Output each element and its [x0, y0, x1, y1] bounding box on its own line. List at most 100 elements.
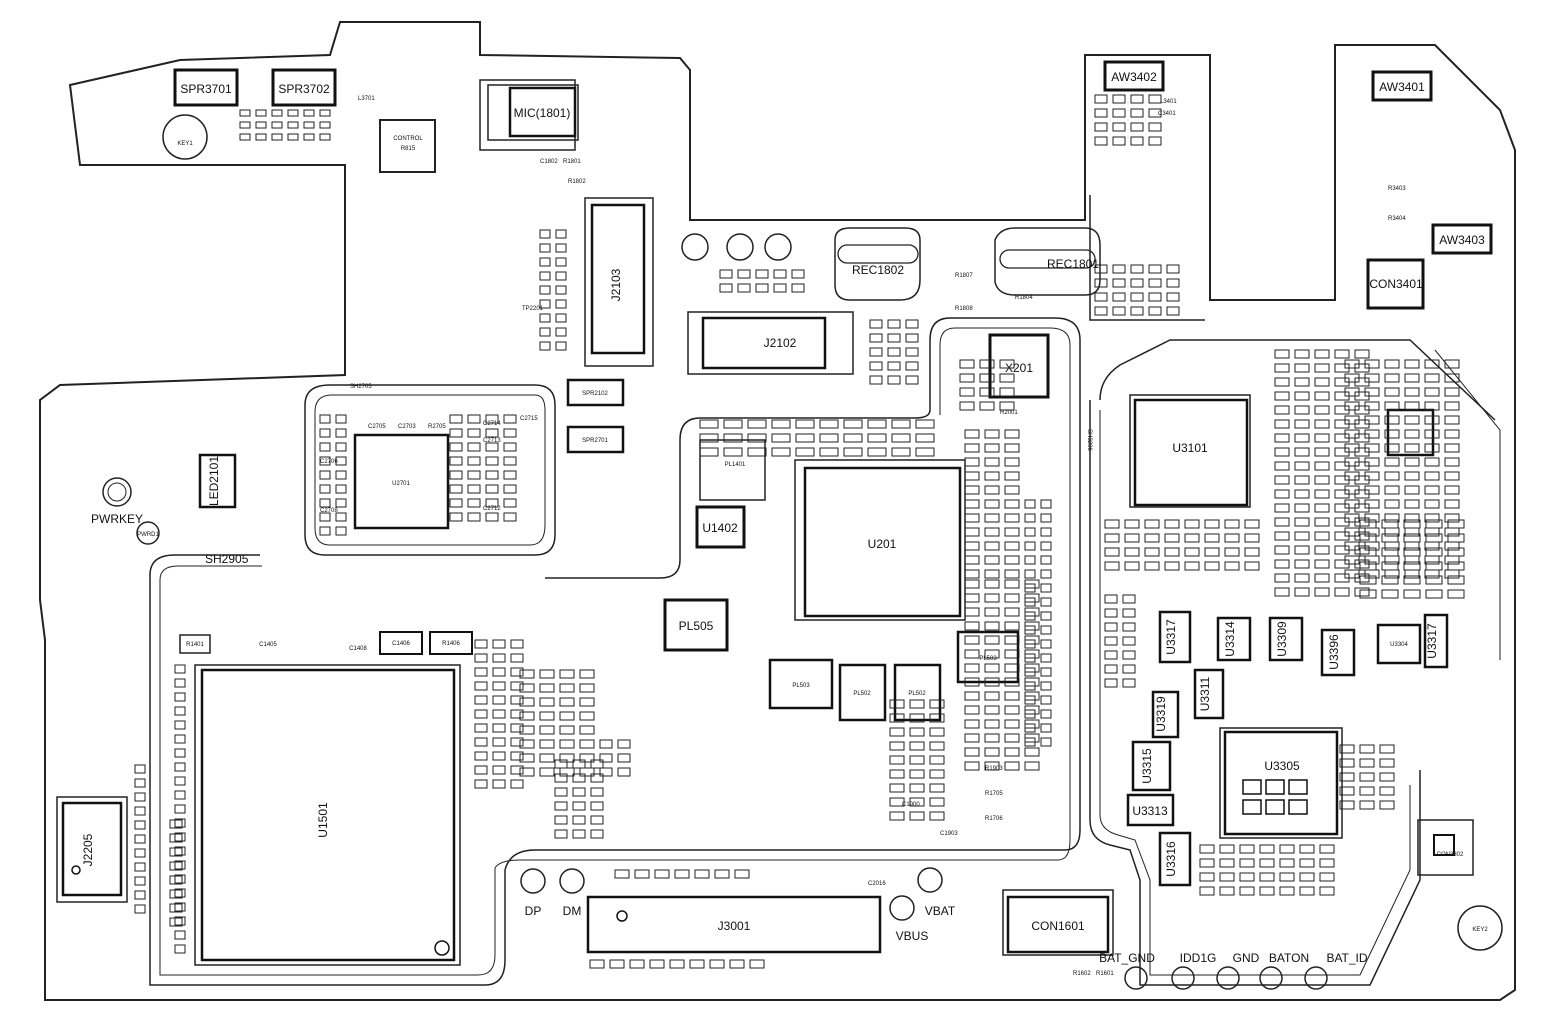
smd-pad: [174, 720, 186, 730]
label-c2706: C2706: [320, 459, 338, 465]
smd-pad: [1359, 772, 1375, 782]
smd-pad: [795, 433, 815, 443]
smd-pad: [1094, 122, 1108, 132]
label-r3403: R3403: [1388, 186, 1406, 192]
smd-pad: [1040, 681, 1052, 691]
smd-pad: [964, 607, 980, 617]
smd-pad: [1004, 691, 1020, 701]
smd-pad: [867, 419, 887, 429]
smd-pad: [905, 361, 919, 371]
smd-pad: [614, 869, 630, 879]
smd-pad: [1004, 443, 1020, 453]
smd-pad: [519, 753, 535, 763]
smd-pad: [572, 801, 586, 811]
smd-pad: [1244, 519, 1260, 529]
smd-pad: [1184, 519, 1200, 529]
label-pwrkey: PWRKEY: [91, 512, 143, 526]
label-c2713: C2713: [483, 438, 501, 444]
smd-pad: [1424, 471, 1440, 481]
smd-pad: [1040, 527, 1052, 537]
smd-pad: [1130, 108, 1144, 118]
smd-pad: [1424, 527, 1440, 537]
smd-pad: [1279, 872, 1295, 882]
smd-pad: [554, 787, 568, 797]
smd-pad: [303, 121, 315, 129]
smd-pad: [255, 133, 267, 141]
smd-pad: [984, 691, 1000, 701]
smd-pad: [174, 916, 186, 926]
smd-pad: [1004, 429, 1020, 439]
smd-pad: [1444, 555, 1460, 565]
smd-pad: [964, 747, 980, 757]
smd-pad: [1425, 547, 1443, 557]
label-pwrd1: PWRD1: [137, 532, 159, 538]
smd-pad: [1274, 503, 1290, 513]
smd-pad: [869, 333, 883, 343]
smd-pad: [590, 801, 604, 811]
smd-pad: [590, 787, 604, 797]
smd-pad: [559, 725, 575, 735]
smd-pad: [579, 753, 595, 763]
smd-pad: [1040, 737, 1052, 747]
smd-pad: [1024, 527, 1036, 537]
smd-pad: [539, 271, 551, 281]
label-r2001: R2001: [1000, 410, 1018, 416]
smd-pad: [1404, 527, 1420, 537]
smd-pad: [909, 783, 925, 793]
smd-pad: [1294, 405, 1310, 415]
smd-pad: [1444, 527, 1460, 537]
smd-pad: [1299, 886, 1315, 896]
label-con3302: CON3302: [1437, 852, 1464, 858]
smd-pad: [255, 121, 267, 129]
smd-pad: [1364, 443, 1380, 453]
smd-pad: [1239, 886, 1255, 896]
smd-pad: [617, 739, 631, 749]
smd-pad: [1294, 475, 1310, 485]
smd-pad: [964, 733, 980, 743]
smd-pad: [869, 361, 883, 371]
smd-pad: [1164, 519, 1180, 529]
label-r1903: R1903: [985, 766, 1003, 772]
smd-pad: [1425, 519, 1443, 529]
smd-pad: [271, 133, 283, 141]
smd-pad: [1004, 527, 1020, 537]
smd-pad: [319, 484, 331, 494]
smd-pad: [964, 443, 980, 453]
smd-pad: [169, 903, 183, 913]
smd-pad: [1447, 547, 1465, 557]
smd-pad: [1404, 569, 1420, 579]
smd-pad: [539, 229, 551, 239]
smd-pad: [1444, 485, 1460, 495]
smd-pad: [1294, 349, 1310, 359]
smd-pad: [1040, 695, 1052, 705]
smd-pad: [174, 832, 186, 842]
smd-pad: [1424, 443, 1440, 453]
smd-pad: [1274, 419, 1290, 429]
label-u3305: U3305: [1264, 759, 1300, 773]
label-c2714: C2714: [483, 421, 501, 427]
smd-pad: [519, 725, 535, 735]
smd-pad: [174, 874, 186, 884]
smd-pad: [984, 733, 1000, 743]
smd-pad: [474, 737, 488, 747]
smd-pad: [1166, 292, 1180, 302]
smd-pad: [964, 527, 980, 537]
smd-pad: [555, 313, 567, 323]
smd-pad: [964, 569, 980, 579]
smd-pad: [1166, 278, 1180, 288]
smd-pad: [737, 283, 751, 293]
smd-pad: [335, 428, 347, 438]
smd-pad: [1148, 122, 1162, 132]
smd-pad: [1219, 844, 1235, 854]
smd-pad: [1148, 278, 1162, 288]
smd-pad: [510, 639, 524, 649]
smd-pad: [174, 846, 186, 856]
smd-pad: [1424, 555, 1440, 565]
smd-pad: [887, 333, 901, 343]
smd-pad: [319, 428, 331, 438]
smd-pad: [1104, 608, 1118, 618]
smd-pad: [134, 904, 146, 914]
smd-pad: [1364, 429, 1380, 439]
smd-pad: [539, 299, 551, 309]
smd-pad: [1379, 772, 1395, 782]
